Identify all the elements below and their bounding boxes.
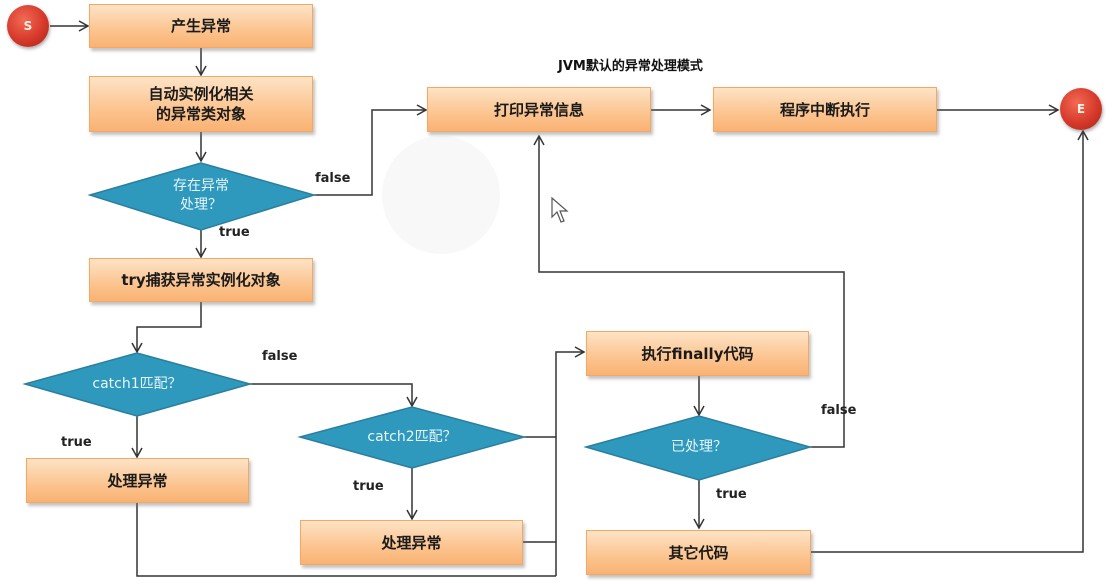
node-finally: 执行finally代码 xyxy=(586,331,809,376)
edge-label-has-handler-true: true xyxy=(219,225,250,240)
node-other-label: 其它代码 xyxy=(668,543,729,562)
decision-has-handler-shape xyxy=(87,162,317,231)
edge-label-catch1-true: true xyxy=(61,435,92,450)
edge-bus-to-finally xyxy=(555,346,586,576)
start-label: S xyxy=(23,19,33,33)
end-terminal: E xyxy=(1060,88,1102,130)
decision-handled-shape xyxy=(583,415,813,481)
start-terminal: S xyxy=(7,5,49,47)
node-instantiate-label-1: 自动实例化相关 xyxy=(148,85,254,103)
edge-label-handled-false: false xyxy=(821,403,857,418)
edge-label-has-handler-false: false xyxy=(315,171,351,186)
node-handle-exception-1: 处理异常 xyxy=(26,458,249,503)
edge-label-handled-true: true xyxy=(716,487,747,502)
node-print-label: 打印异常信息 xyxy=(493,100,584,119)
node-print-exception: 打印异常信息 xyxy=(427,87,651,132)
node-instantiate-exception: 自动实例化相关 的异常类对象 xyxy=(89,76,313,132)
decision-catch2-shape xyxy=(297,406,527,469)
edge-other-to-end xyxy=(811,129,1089,553)
node-abort-program: 程序中断执行 xyxy=(713,87,937,132)
decision-handled-label: 已处理？ xyxy=(671,438,727,455)
edge-handled-false-to-print xyxy=(533,134,845,448)
node-abort-label: 程序中断执行 xyxy=(779,100,870,119)
decision-catch1-label: catch1匹配？ xyxy=(92,375,182,392)
decision-catch2: catch2匹配？ xyxy=(345,425,479,449)
edge-label-catch1-false: false xyxy=(262,349,298,364)
node-try-catch-label: try捕获异常实例化对象 xyxy=(121,271,281,289)
node-handle-exception-2: 处理异常 xyxy=(300,520,523,565)
node-instantiate-label-2: 的异常类对象 xyxy=(155,105,246,123)
mouse-cursor-icon xyxy=(551,197,569,223)
node-other-code: 其它代码 xyxy=(586,530,811,575)
video-watermark xyxy=(382,136,500,254)
edge-handle1-to-finally xyxy=(136,503,556,577)
node-try-catch: try捕获异常实例化对象 xyxy=(89,258,313,302)
node-finally-label: 执行finally代码 xyxy=(641,344,754,363)
node-generate-exception: 产生异常 xyxy=(89,4,313,48)
diagram-title: JVM默认的异常处理模式 xyxy=(558,59,703,74)
decision-catch2-label: catch2匹配？ xyxy=(367,428,457,445)
decision-has-handler: 存在异常 处理？ xyxy=(140,172,262,220)
edge-label-catch2-true: true xyxy=(353,479,384,494)
decision-catch1-shape xyxy=(22,352,253,417)
decision-has-handler-label-2: 处理？ xyxy=(180,197,222,213)
decision-handled: 已处理？ xyxy=(640,435,758,459)
edge-decision-false-to-print xyxy=(314,104,428,196)
end-label: E xyxy=(1076,102,1086,116)
node-generate-label: 产生异常 xyxy=(170,17,231,35)
node-handle2-label: 处理异常 xyxy=(381,533,442,552)
decision-has-handler-label-1: 存在异常 xyxy=(173,178,229,194)
decision-catch1: catch1匹配？ xyxy=(70,372,204,396)
node-handle1-label: 处理异常 xyxy=(107,471,168,490)
edge-catch1-false-to-catch2 xyxy=(250,383,418,408)
edge-try-to-catch1 xyxy=(131,302,202,354)
